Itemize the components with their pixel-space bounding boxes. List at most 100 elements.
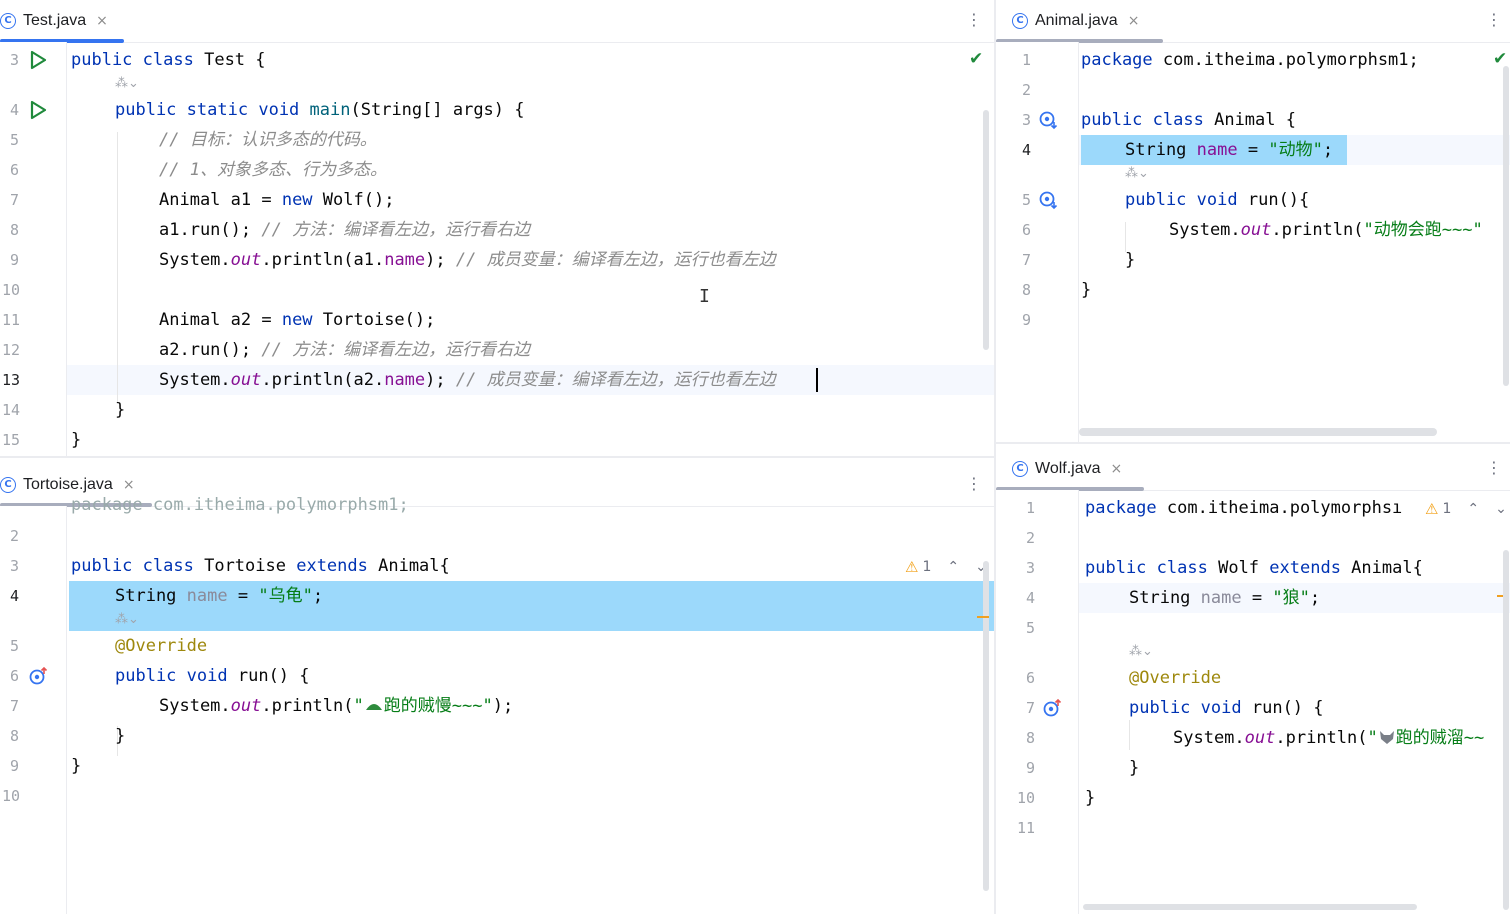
line-number: 7: [1022, 251, 1032, 269]
horizontal-scrollbar[interactable]: [1083, 904, 1417, 910]
chevron-up-icon[interactable]: ⌃: [1467, 501, 1480, 517]
chevron-down-icon[interactable]: ⌄: [975, 559, 987, 575]
code-line-5: @Override: [115, 636, 208, 656]
code-line-7: public void run() {: [1129, 698, 1324, 718]
tab-label: Animal.java: [1035, 12, 1118, 29]
line-number: 4: [1026, 589, 1036, 607]
vertical-scrollbar[interactable]: [983, 561, 989, 891]
line-number: 4: [10, 101, 20, 119]
line-number: 9: [10, 251, 20, 269]
line-number: 7: [10, 697, 20, 715]
code-line-4: public static void main(String[] args) {: [115, 100, 525, 120]
tab-bar: C Tortoise.java × ⋮: [0, 464, 994, 507]
indent-guide: [1129, 720, 1130, 750]
line-number: 12: [2, 341, 21, 359]
line-number-current: 13: [2, 371, 21, 389]
line-number: 6: [10, 161, 20, 179]
pane-divider-vertical[interactable]: [994, 0, 996, 914]
editor-pane-test: C Test.java × ⋮ 3 4 5 6 7 8 9 10 11 12 1…: [0, 0, 994, 456]
line-number: 2: [1026, 529, 1036, 547]
more-options-icon[interactable]: ⋮: [966, 474, 982, 493]
tab-label: Wolf.java: [1035, 460, 1101, 477]
ai-hint-icon[interactable]: ⁂⌄: [1125, 166, 1149, 181]
chevron-down-icon[interactable]: ⌄: [1495, 501, 1507, 517]
pane-divider-horizontal-right[interactable]: [996, 442, 1510, 444]
more-options-icon[interactable]: ⋮: [966, 10, 982, 29]
code-line-1: package com.itheima.polymorphsı: [1085, 498, 1403, 518]
line-number-gutter: 2 3 4 5 6 7 8 9 10: [0, 506, 67, 914]
selected-line-highlight: [69, 581, 994, 631]
warning-indicator[interactable]: ⚠ 1 ⌃ ⌄: [905, 558, 987, 576]
ai-hint-icon[interactable]: ⁂⌄: [115, 612, 139, 627]
code-line-8: System.out.println("跑的贼溜~~: [1173, 728, 1485, 748]
vertical-scrollbar[interactable]: [1503, 66, 1509, 386]
line-number: 7: [1026, 699, 1036, 717]
warning-count: 1: [922, 559, 932, 575]
overrides-method-icon[interactable]: [1042, 698, 1062, 718]
close-icon[interactable]: ×: [1127, 13, 1140, 29]
code-line-11: Animal a2 = new Tortoise();: [159, 310, 436, 330]
code-line-13: System.out.println(a2.name); // 成员变量：编译看…: [159, 370, 776, 390]
code-line-5: public void run(){: [1125, 190, 1310, 210]
line-number: 3: [1026, 559, 1036, 577]
code-area[interactable]: public class Test { ⁂⌄ public static voi…: [67, 42, 994, 456]
code-area[interactable]: package com.itheima.polymorphsı ⚠ 1 ⌃ ⌄ …: [1079, 490, 1510, 914]
line-number: 2: [10, 527, 20, 545]
code-line-9: }: [1129, 758, 1140, 778]
line-number: 9: [10, 757, 20, 775]
line-number: 9: [1026, 759, 1036, 777]
java-class-icon: C: [1012, 461, 1028, 477]
code-area[interactable]: package com.itheima.polymorphsm1; public…: [67, 495, 994, 914]
vertical-scrollbar[interactable]: [1503, 550, 1509, 910]
line-number-gutter: 1 2 3 4 5 6 7 8 9 10 11: [996, 490, 1079, 914]
close-icon[interactable]: ×: [122, 477, 135, 493]
code-line-4: String name = "乌龟";: [115, 586, 324, 606]
line-number: 10: [1017, 789, 1036, 807]
line-number: 2: [1022, 81, 1032, 99]
overrides-method-icon[interactable]: [28, 666, 48, 686]
code-line-8: }: [1081, 280, 1092, 300]
code-area[interactable]: package com.itheima.polymorphsm1; public…: [1079, 42, 1510, 442]
line-number: 10: [2, 787, 21, 805]
tab-wolf-java[interactable]: C Wolf.java ×: [1012, 448, 1122, 490]
line-number: 8: [10, 727, 20, 745]
warning-indicator[interactable]: ⚠ 1 ⌃ ⌄: [1425, 500, 1507, 518]
ai-hint-icon[interactable]: ⁂⌄: [115, 76, 139, 91]
vertical-scrollbar[interactable]: [983, 110, 989, 350]
tab-tortoise-java[interactable]: C Tortoise.java ×: [0, 464, 135, 506]
tab-indicator: [996, 39, 1163, 43]
line-number: 1: [1026, 499, 1036, 517]
current-line-highlight: [1079, 583, 1510, 613]
run-icon[interactable]: [28, 50, 48, 70]
pane-divider-horizontal-left[interactable]: [0, 456, 994, 458]
code-line-8: a1.run(); // 方法：编译看左边，运行看右边: [159, 220, 531, 240]
editor-pane-animal: C Animal.java × ⋮ 1 2 3 4 5 6 7 8 9 pack…: [996, 0, 1510, 442]
tab-test-java[interactable]: C Test.java ×: [0, 0, 108, 42]
line-number: 11: [1017, 819, 1036, 837]
tab-bar: C Animal.java × ⋮: [996, 0, 1510, 43]
code-line-5: // 目标：认识多态的代码。: [159, 130, 377, 150]
code-line-7: Animal a1 = new Wolf();: [159, 190, 395, 210]
line-number: 3: [10, 51, 20, 69]
no-problems-check-icon: ✔: [969, 49, 984, 69]
close-icon[interactable]: ×: [1110, 461, 1123, 477]
line-number: 6: [1026, 669, 1036, 687]
line-number: 8: [10, 221, 20, 239]
chevron-up-icon[interactable]: ⌃: [947, 559, 960, 575]
close-icon[interactable]: ×: [96, 13, 108, 29]
more-options-icon[interactable]: ⋮: [1486, 458, 1502, 477]
more-options-icon[interactable]: ⋮: [1486, 10, 1502, 29]
tab-label: Tortoise.java: [23, 476, 113, 493]
ai-hint-icon[interactable]: ⁂⌄: [1129, 644, 1153, 659]
horizontal-scrollbar[interactable]: [1079, 428, 1437, 436]
code-line-9: System.out.println(a1.name); // 成员变量：编译看…: [159, 250, 776, 270]
no-problems-check-icon: ✔: [1493, 49, 1508, 69]
code-line-3: public class Animal {: [1081, 110, 1296, 130]
run-icon[interactable]: [28, 100, 48, 120]
warning-icon: ⚠: [905, 558, 919, 576]
line-number: 10: [2, 281, 21, 299]
tab-animal-java[interactable]: C Animal.java ×: [1012, 0, 1139, 42]
implemented-in-subclass-icon[interactable]: [1038, 110, 1058, 130]
line-number: 5: [10, 637, 20, 655]
overridden-in-subclass-icon[interactable]: [1038, 190, 1058, 210]
